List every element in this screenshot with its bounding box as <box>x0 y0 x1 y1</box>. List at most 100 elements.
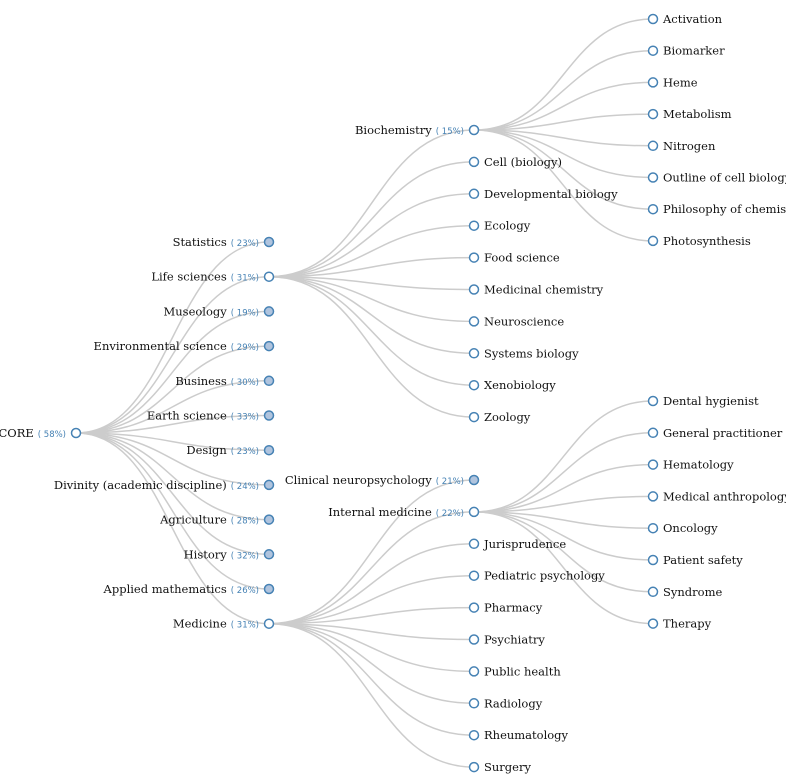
tree-node-oncology[interactable]: Oncology <box>647 521 719 535</box>
node-circle[interactable] <box>647 13 659 25</box>
tree-node-divinity-academic-discipline[interactable]: Divinity (academic discipline)( 24%) <box>54 478 275 492</box>
tree-node-life-sciences[interactable]: Life sciences( 31%) <box>151 270 275 284</box>
node-circle[interactable] <box>647 172 659 183</box>
tree-node-surgery[interactable]: Surgery <box>468 760 532 774</box>
tree-node-applied-mathematics[interactable]: Applied mathematics( 26%) <box>103 582 275 596</box>
node-circle[interactable] <box>263 618 275 629</box>
node-circle[interactable] <box>468 220 480 231</box>
tree-node-earth-science[interactable]: Earth science( 33%) <box>147 409 275 423</box>
tree-node-radiology[interactable]: Radiology <box>468 696 543 710</box>
node-circle[interactable] <box>468 156 480 168</box>
tree-node-rheumatology[interactable]: Rheumatology <box>468 728 569 742</box>
collapsed-node-circle[interactable] <box>263 410 275 421</box>
node-label: Design( 23%) <box>186 443 259 457</box>
tree-node-therapy[interactable]: Therapy <box>647 617 712 631</box>
node-circle[interactable] <box>468 634 480 645</box>
node-circle[interactable] <box>647 586 659 598</box>
tree-node-pharmacy[interactable]: Pharmacy <box>468 601 543 615</box>
node-circle[interactable] <box>468 761 480 773</box>
node-circle[interactable] <box>647 427 659 439</box>
collapsed-node-circle[interactable] <box>263 236 275 248</box>
node-circle[interactable] <box>468 602 480 613</box>
node-circle[interactable] <box>468 411 480 423</box>
tree-node-medicinal-chemistry[interactable]: Medicinal chemistry <box>468 283 604 297</box>
collapsed-node-circle[interactable] <box>263 444 275 456</box>
tree-node-developmental-biology[interactable]: Developmental biology <box>468 187 619 201</box>
tree-node-activation[interactable]: Activation <box>647 12 723 26</box>
node-circle[interactable] <box>468 570 480 581</box>
node-circle[interactable] <box>647 203 659 215</box>
node-circle[interactable] <box>468 284 480 295</box>
tree-node-design[interactable]: Design( 23%) <box>186 443 275 457</box>
tree-node-internal-medicine[interactable]: Internal medicine( 22%) <box>328 505 480 519</box>
tree-node-environmental-science[interactable]: Environmental science( 29%) <box>94 339 275 353</box>
tree-node-biomarker[interactable]: Biomarker <box>647 44 726 58</box>
node-circle[interactable] <box>647 235 659 247</box>
node-circle[interactable] <box>647 459 659 470</box>
tree-node-heme[interactable]: Heme <box>647 75 698 89</box>
collapsed-node-circle[interactable] <box>263 375 275 387</box>
tree-node-medical-anthropology[interactable]: Medical anthropology <box>647 489 786 503</box>
tree-node-food-science[interactable]: Food science <box>468 251 560 265</box>
node-circle[interactable] <box>647 395 659 407</box>
tree-node-business[interactable]: Business( 30%) <box>175 374 275 388</box>
tree-node-photosynthesis[interactable]: Photosynthesis <box>647 234 751 248</box>
tree-node-dental-hygienist[interactable]: Dental hygienist <box>647 394 759 408</box>
tree-node-syndrome[interactable]: Syndrome <box>647 585 723 599</box>
tree-node-museology[interactable]: Museology( 19%) <box>163 304 275 318</box>
node-circle[interactable] <box>468 348 480 359</box>
node-circle[interactable] <box>468 666 480 677</box>
node-circle[interactable] <box>647 554 659 566</box>
tree-node-statistics[interactable]: Statistics( 23%) <box>173 235 275 249</box>
tree-node-philosophy-of-chemistry[interactable]: Philosophy of chemistry <box>647 202 786 216</box>
tree-node-public-health[interactable]: Public health <box>468 664 562 678</box>
node-circle[interactable] <box>647 491 659 502</box>
tree-node-clinical-neuropsychology[interactable]: Clinical neuropsychology( 21%) <box>285 473 480 487</box>
tree-node-medicine[interactable]: Medicine( 31%) <box>173 617 275 631</box>
tree-link-internal-medicine <box>268 511 475 625</box>
tree-node-jurisprudence[interactable]: Jurisprudence <box>468 537 567 551</box>
tree-node-core[interactable]: CORE( 58%) <box>0 426 82 440</box>
node-circle[interactable] <box>468 729 480 741</box>
tree-node-pediatric-psychology[interactable]: Pediatric psychology <box>468 569 606 583</box>
collapsed-node-circle[interactable] <box>468 474 480 486</box>
node-circle[interactable] <box>468 698 480 709</box>
tree-node-history[interactable]: History( 32%) <box>184 547 275 561</box>
tree-node-biochemistry[interactable]: Biochemistry( 15%) <box>355 123 480 137</box>
node-circle[interactable] <box>468 506 480 518</box>
tree-node-general-practitioner[interactable]: General practitioner <box>647 426 783 440</box>
tree-node-zoology[interactable]: Zoology <box>468 410 531 424</box>
node-circle[interactable] <box>647 77 659 88</box>
node-circle[interactable] <box>647 108 659 120</box>
node-circle[interactable] <box>647 618 659 629</box>
node-circle[interactable] <box>468 252 480 263</box>
collapsed-node-circle[interactable] <box>263 479 275 491</box>
collapsed-node-circle[interactable] <box>263 583 275 595</box>
node-circle[interactable] <box>468 379 480 391</box>
node-circle[interactable] <box>647 45 659 56</box>
node-circle[interactable] <box>647 140 659 152</box>
node-circle[interactable] <box>468 124 480 136</box>
node-circle[interactable] <box>263 271 275 282</box>
tree-node-patient-safety[interactable]: Patient safety <box>647 553 744 567</box>
node-circle[interactable] <box>468 188 480 200</box>
collapsed-node-circle[interactable] <box>263 514 275 525</box>
tree-node-nitrogen[interactable]: Nitrogen <box>647 139 716 153</box>
collapsed-node-circle[interactable] <box>263 306 275 317</box>
collapsed-node-circle[interactable] <box>263 549 275 560</box>
collapsed-node-circle[interactable] <box>263 340 275 352</box>
tree-node-neuroscience[interactable]: Neuroscience <box>468 314 565 328</box>
tree-node-outline-of-cell-biology[interactable]: Outline of cell biology <box>647 171 786 185</box>
tree-node-metabolism[interactable]: Metabolism <box>647 107 732 121</box>
tree-node-xenobiology[interactable]: Xenobiology <box>468 378 557 392</box>
tree-node-cell-biology[interactable]: Cell (biology) <box>468 155 563 169</box>
node-circle[interactable] <box>468 316 480 327</box>
node-circle[interactable] <box>468 538 480 550</box>
tree-node-psychiatry[interactable]: Psychiatry <box>468 633 546 647</box>
node-circle[interactable] <box>647 522 659 534</box>
tree-node-hematology[interactable]: Hematology <box>647 458 735 472</box>
tree-node-systems-biology[interactable]: Systems biology <box>468 346 580 360</box>
node-circle[interactable] <box>70 427 82 439</box>
tree-node-agriculture[interactable]: Agriculture( 28%) <box>159 513 275 527</box>
tree-node-ecology[interactable]: Ecology <box>468 219 531 233</box>
